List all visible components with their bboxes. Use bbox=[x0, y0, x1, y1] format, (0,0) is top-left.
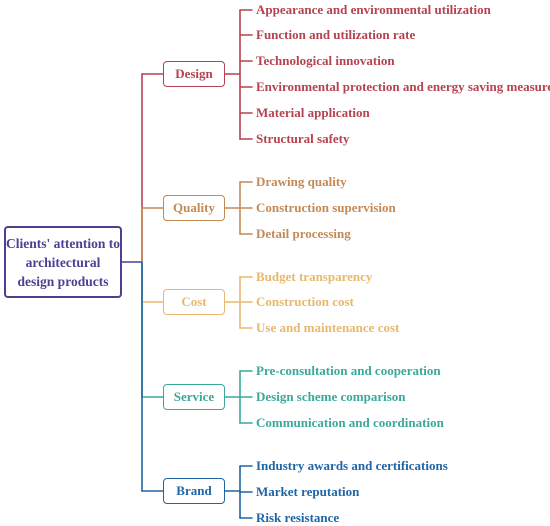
category-quality: Quality bbox=[163, 195, 225, 221]
leaf-item: Structural safety bbox=[256, 131, 350, 146]
category-brand: Brand bbox=[163, 478, 225, 504]
leaf-item: Function and utilization rate bbox=[256, 27, 416, 42]
category-label: Design bbox=[175, 66, 213, 81]
leaf-item: Detail processing bbox=[256, 226, 351, 241]
category-cost: Cost bbox=[163, 289, 225, 315]
leaf-item: Risk resistance bbox=[256, 510, 340, 525]
leaf-item: Construction supervision bbox=[256, 200, 396, 215]
category-label: Service bbox=[173, 389, 215, 404]
leaf-item: Technological innovation bbox=[256, 53, 395, 68]
leaf-item: Market reputation bbox=[256, 484, 360, 499]
category-label: Brand bbox=[176, 483, 212, 498]
leaf-item: Pre-consultation and cooperation bbox=[256, 363, 441, 378]
leaf-item: Construction cost bbox=[256, 294, 354, 309]
leaf-item: Communication and coordination bbox=[256, 415, 444, 430]
category-label: Quality bbox=[173, 200, 215, 215]
root-node: Clients' attention to architectural desi… bbox=[4, 226, 122, 298]
leaf-item: Use and maintenance cost bbox=[256, 320, 400, 335]
root-label: Clients' attention to architectural desi… bbox=[6, 235, 120, 289]
leaf-item: Drawing quality bbox=[256, 174, 347, 189]
category-label: Cost bbox=[181, 294, 207, 309]
leaf-item: Environmental protection and energy savi… bbox=[256, 79, 550, 94]
leaf-item: Budget transparency bbox=[256, 269, 373, 284]
leaf-item: Material application bbox=[256, 105, 370, 120]
leaf-item: Appearance and environmental utilization bbox=[256, 2, 491, 17]
category-service: Service bbox=[163, 384, 225, 410]
leaf-item: Industry awards and certifications bbox=[256, 458, 448, 473]
category-design: Design bbox=[163, 61, 225, 87]
leaf-item: Design scheme comparison bbox=[256, 389, 406, 404]
